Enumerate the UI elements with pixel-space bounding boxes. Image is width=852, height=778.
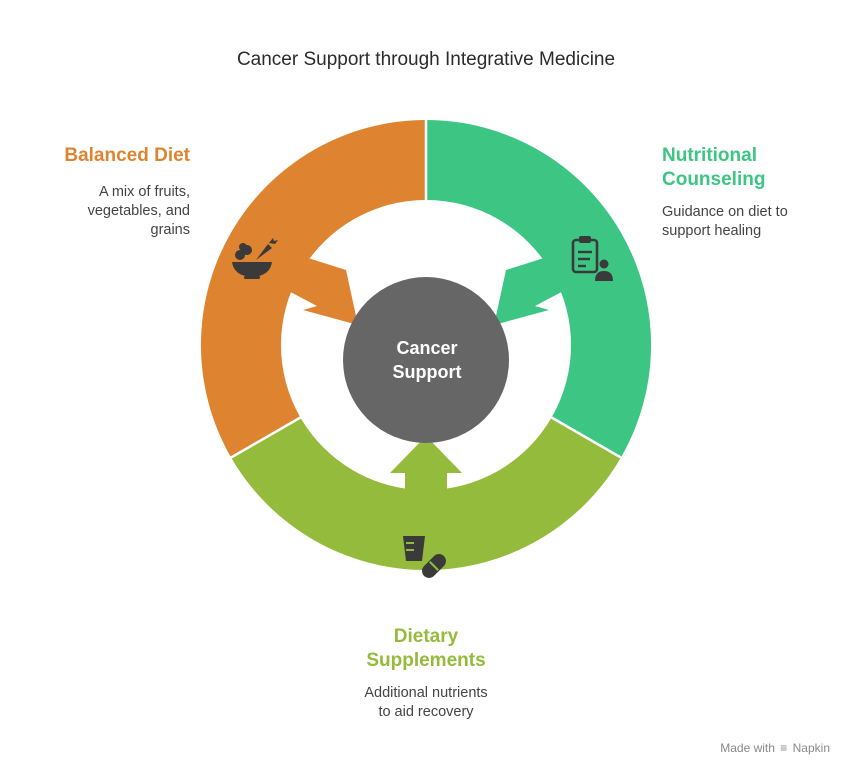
dietary-supplements-description: Additional nutrients to aid recovery xyxy=(364,685,488,720)
segment-balanced-diet[interactable] xyxy=(200,120,426,458)
segment-nutritional-counseling[interactable] xyxy=(426,120,652,458)
balanced-diet-heading: Balanced Diet xyxy=(64,145,190,166)
center-circle xyxy=(343,277,509,443)
supplement-pill-icon xyxy=(403,536,446,578)
salad-bowl-icon xyxy=(232,238,278,279)
arrow-dietary-supplements xyxy=(390,436,462,517)
clipboard-person-icon xyxy=(571,236,613,281)
balanced-diet-description: A mix of fruits, vegetables, and grains xyxy=(87,184,190,238)
nutritional-counseling-heading: Nutritional Counseling xyxy=(662,145,766,190)
napkin-logo-icon: ≡ xyxy=(780,741,788,755)
dietary-supplements-heading: Dietary Supplements xyxy=(366,626,486,671)
arrow-balanced-diet xyxy=(281,258,358,325)
arrow-nutritional-counseling xyxy=(494,258,571,325)
center-label: Cancer Support xyxy=(392,338,462,382)
napkin-watermark[interactable]: Made with ≡ Napkin xyxy=(720,741,830,755)
nutritional-counseling-description: Guidance on diet to support healing xyxy=(662,204,788,239)
diagram-title: Cancer Support through Integrative Medic… xyxy=(236,49,616,70)
